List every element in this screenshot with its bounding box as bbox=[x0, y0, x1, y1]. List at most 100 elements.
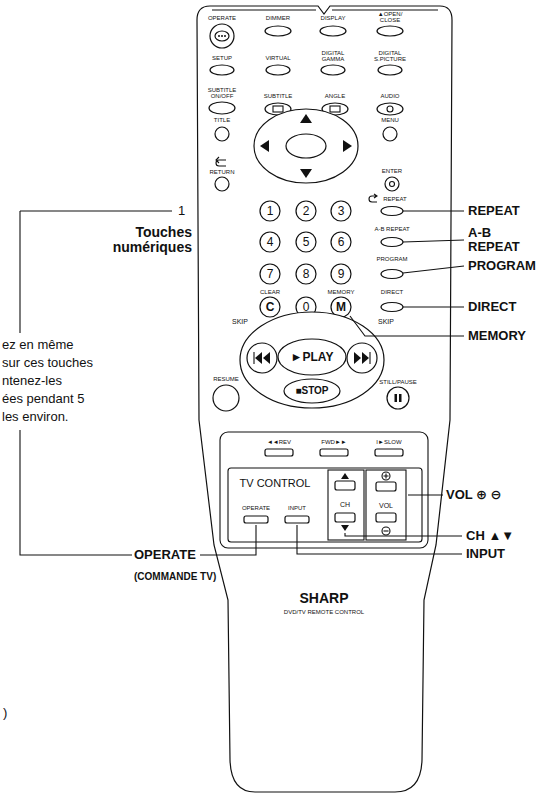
button-label: ▲OPEN/ CLOSE bbox=[373, 11, 407, 24]
function-keys-stroke bbox=[381, 238, 403, 247]
transport-keys-stroke bbox=[369, 352, 370, 364]
cursor-pad bbox=[215, 109, 399, 191]
button-label: INPUT bbox=[288, 505, 306, 511]
leader-line bbox=[20, 211, 464, 555]
number-keys-stroke bbox=[260, 297, 280, 317]
tv-control-panel-stroke bbox=[382, 472, 390, 480]
remote-housing-stroke bbox=[212, 9, 438, 10]
button-label: STILL/PAUSE bbox=[379, 379, 417, 385]
leader-line-stroke bbox=[403, 210, 464, 211]
button-label: VIRTUAL bbox=[265, 55, 290, 61]
function-keys-stroke bbox=[381, 270, 403, 279]
tv-control-panel-stroke bbox=[335, 513, 355, 522]
key-digit: 3 bbox=[338, 205, 345, 218]
transport-keys-stroke bbox=[247, 343, 277, 373]
transport-keys-stroke bbox=[253, 352, 254, 364]
note-text: ntenez-les bbox=[2, 374, 62, 388]
key-digit: 2 bbox=[303, 205, 310, 218]
button-label: SKIP bbox=[232, 318, 248, 325]
top-buttons-stroke bbox=[209, 102, 235, 114]
leader-line-stroke bbox=[403, 240, 464, 242]
cursor-pad-stroke bbox=[385, 177, 399, 191]
tv-control-panel-stroke bbox=[376, 513, 396, 522]
function-keys-stroke bbox=[381, 207, 403, 216]
cursor-pad-stroke bbox=[216, 157, 226, 166]
top-buttons-stroke bbox=[273, 106, 283, 112]
function-keys bbox=[369, 194, 403, 312]
transport-keys-stroke bbox=[240, 312, 384, 408]
callout-number: 1 bbox=[178, 204, 185, 218]
top-buttons-stroke bbox=[221, 35, 223, 37]
top-buttons-stroke bbox=[265, 26, 291, 36]
note-text: ) bbox=[3, 706, 7, 720]
button-label: SETUP bbox=[212, 55, 232, 61]
top-buttons-stroke bbox=[210, 24, 234, 48]
button-label: DIMMER bbox=[266, 15, 290, 21]
number-keys-stroke bbox=[260, 201, 280, 221]
transport-keys-stroke bbox=[347, 343, 377, 373]
tv-control-panel-stroke bbox=[366, 470, 406, 540]
top-buttons-stroke bbox=[330, 106, 340, 112]
top-buttons-stroke bbox=[377, 103, 403, 115]
cursor-pad-stroke bbox=[300, 169, 312, 178]
callout-label: (COMMANDE TV) bbox=[134, 572, 216, 583]
cursor-pad-stroke bbox=[286, 134, 326, 158]
callout-label: A-B REPEAT bbox=[468, 226, 528, 253]
number-keys-stroke bbox=[296, 201, 316, 221]
key-digit: 6 bbox=[338, 236, 345, 249]
callout-label: INPUT bbox=[466, 547, 505, 561]
callout-label: DIRECT bbox=[468, 300, 516, 314]
key-digit: 7 bbox=[267, 268, 274, 281]
button-label: ENTER bbox=[382, 168, 402, 174]
button-label: ■STOP bbox=[295, 386, 328, 397]
callout-label: Touches numériques bbox=[92, 225, 192, 254]
callout-label: VOL ⊕ ⊖ bbox=[446, 488, 502, 502]
tv-control-panel-stroke bbox=[384, 474, 389, 479]
cursor-pad-stroke bbox=[343, 140, 352, 152]
key-digit: C bbox=[266, 301, 275, 314]
button-label: MENU bbox=[381, 117, 399, 123]
key-digit: 4 bbox=[267, 236, 274, 249]
cursor-pad-stroke bbox=[260, 140, 269, 152]
tv-control-panel-stroke bbox=[341, 525, 349, 531]
key-digit: 0 bbox=[303, 301, 310, 314]
button-label: OPERATE bbox=[242, 505, 270, 511]
top-buttons-stroke bbox=[215, 127, 229, 141]
brand-name: SHARP bbox=[299, 591, 348, 606]
button-label: TITLE bbox=[214, 117, 230, 123]
tv-control-panel-stroke bbox=[376, 482, 396, 491]
top-buttons-stroke bbox=[210, 65, 234, 75]
button-label: SKIP bbox=[378, 318, 394, 325]
tv-control-panel-stroke bbox=[228, 468, 422, 542]
button-label: RESUME bbox=[213, 376, 239, 382]
button-label: ◄◄REV bbox=[267, 439, 291, 445]
top-buttons-stroke bbox=[218, 35, 220, 37]
callout-label: OPERATE bbox=[134, 548, 196, 562]
transport-keys-stroke bbox=[255, 352, 262, 364]
number-keys-stroke bbox=[260, 232, 280, 252]
note-text: les environ. bbox=[2, 410, 68, 424]
top-buttons-stroke bbox=[224, 35, 226, 37]
transport-keys-stroke bbox=[387, 387, 409, 409]
button-label: ►PLAY bbox=[291, 351, 334, 364]
button-label: MEMORY bbox=[328, 289, 355, 295]
leader-line-stroke bbox=[345, 533, 462, 536]
note-text: ées pendant 5 bbox=[2, 392, 84, 406]
cursor-pad-stroke bbox=[215, 177, 229, 191]
button-label: CLEAR bbox=[260, 289, 280, 295]
transport-keys-stroke bbox=[278, 339, 346, 375]
transport-keys-stroke bbox=[395, 394, 398, 402]
button-label: CH bbox=[340, 501, 350, 508]
leader-line-stroke bbox=[408, 494, 443, 495]
top-buttons-stroke bbox=[377, 26, 403, 36]
button-label: FWD►► bbox=[321, 439, 347, 445]
top-buttons-stroke bbox=[387, 106, 393, 112]
tv-control-panel-stroke bbox=[265, 449, 293, 456]
key-digit: 1 bbox=[267, 205, 274, 218]
transport-keys-stroke bbox=[362, 352, 369, 364]
callout-label: PROGRAM bbox=[468, 259, 536, 273]
button-label: DISPLAY bbox=[321, 15, 346, 21]
tv-control-panel-stroke bbox=[384, 530, 389, 531]
